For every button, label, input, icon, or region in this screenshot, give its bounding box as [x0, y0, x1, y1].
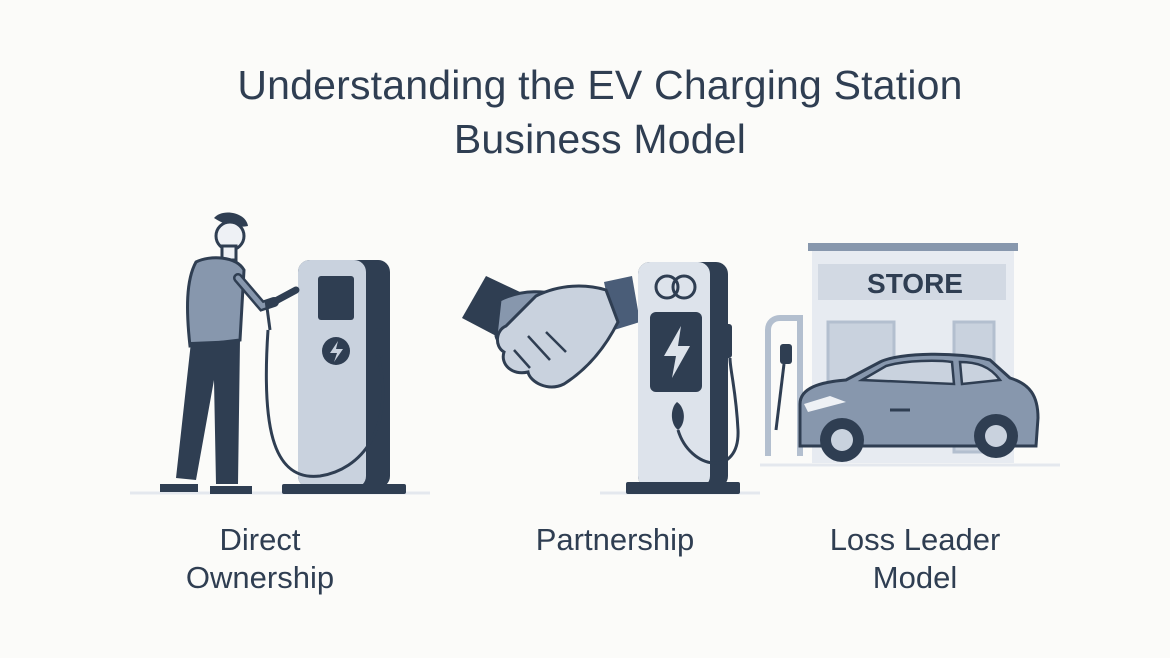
partnership-illustration	[462, 262, 740, 494]
charger-icon	[626, 262, 740, 494]
caption-partnership: Partnership	[500, 521, 730, 559]
caption-direct-ownership: Direct Ownership	[150, 521, 370, 597]
title-line-1: Understanding the EV Charging Station	[237, 62, 963, 108]
page-title: Understanding the EV Charging Station Bu…	[0, 58, 1170, 166]
handshake-icon	[462, 276, 640, 389]
caption-loss-leader-model: Loss Leader Model	[790, 521, 1040, 597]
caption-line-1: Direct	[219, 522, 301, 557]
charger-icon	[264, 260, 406, 494]
caption-line-2: Ownership	[185, 560, 335, 595]
charger-icon	[765, 315, 803, 456]
direct-ownership-illustration	[160, 212, 406, 494]
caption-line-1: Partnership	[535, 522, 695, 557]
store-sign: STORE	[867, 268, 963, 299]
caption-line-2: Model	[872, 560, 958, 595]
car-icon	[798, 352, 1040, 462]
caption-line-1: Loss Leader	[829, 522, 1001, 557]
person-icon	[160, 212, 300, 494]
title-line-2: Business Model	[453, 116, 747, 162]
loss-leader-illustration: STORE	[765, 243, 1040, 463]
